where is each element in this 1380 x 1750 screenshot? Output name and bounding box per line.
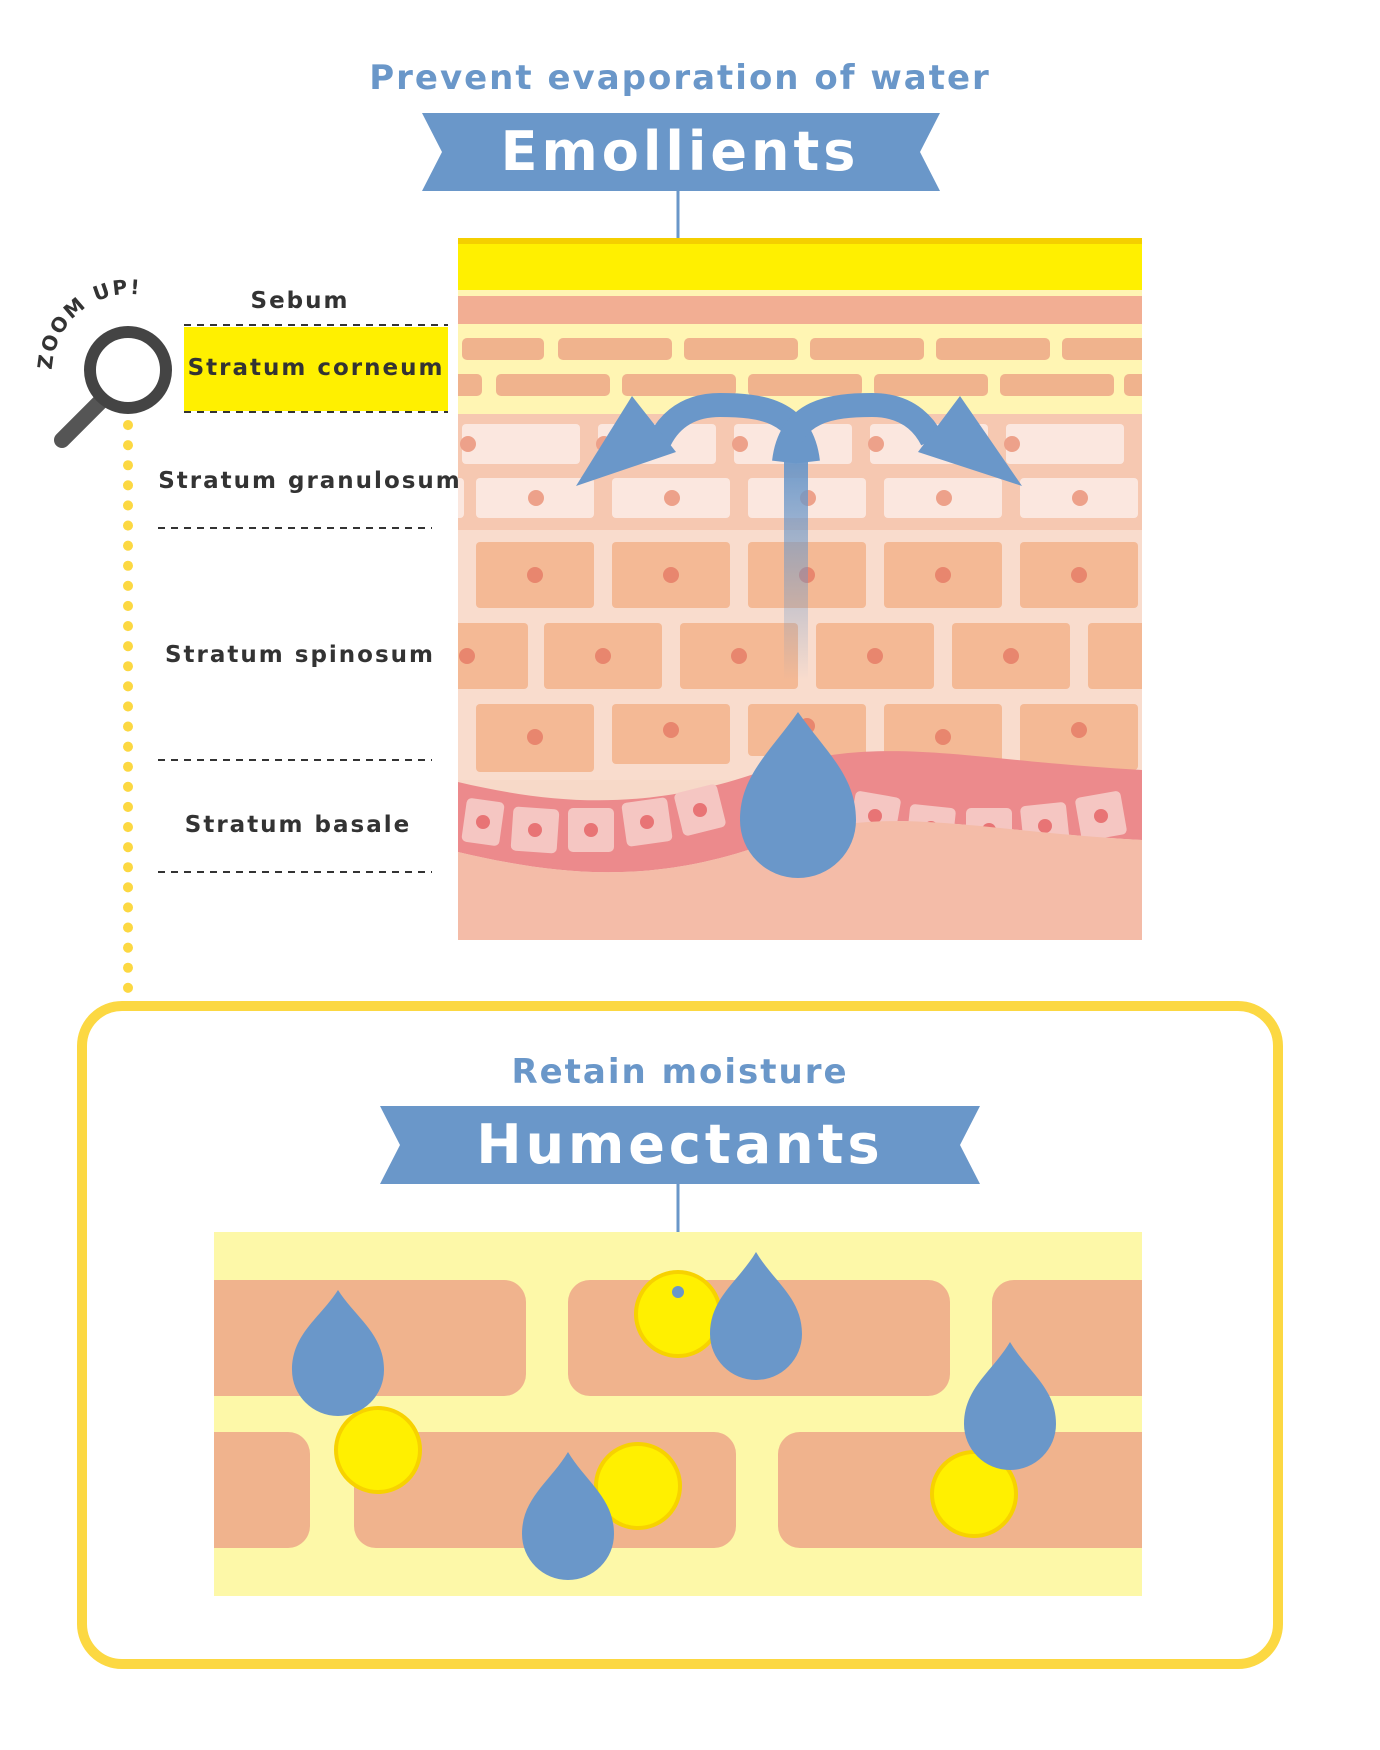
layer-dividers <box>158 324 448 873</box>
evaporation-arrows <box>576 392 1022 680</box>
humectants-banner <box>380 1106 980 1184</box>
layer-label-granulosum: Stratum granulosum <box>158 468 462 494</box>
zoomed-corneum <box>214 1232 1142 1596</box>
humectants-subtitle: Retain moisture <box>511 1052 849 1092</box>
emollients-subtitle: Prevent evaporation of water <box>369 58 991 98</box>
emollients-banner <box>422 113 940 191</box>
water-drop-large <box>740 712 856 878</box>
humectants-banner-label: Humectants <box>476 1113 884 1176</box>
corneum-highlight <box>184 327 448 411</box>
layer-label-spinosum: Stratum spinosum <box>164 642 435 668</box>
layer-label-basale: Stratum basale <box>184 812 412 838</box>
layer-label-corneum: Stratum corneum <box>187 355 445 381</box>
dermis-layer <box>458 821 1142 940</box>
emollients-banner-label: Emollients <box>500 120 860 183</box>
corneum-bricks <box>458 338 1142 396</box>
humectant-molecules <box>334 1270 1018 1538</box>
sebum-layer <box>458 238 1142 290</box>
magnifier-icon <box>54 326 172 448</box>
layer-label-sebum: Sebum <box>250 288 350 314</box>
water-drops-small <box>292 1252 1056 1580</box>
